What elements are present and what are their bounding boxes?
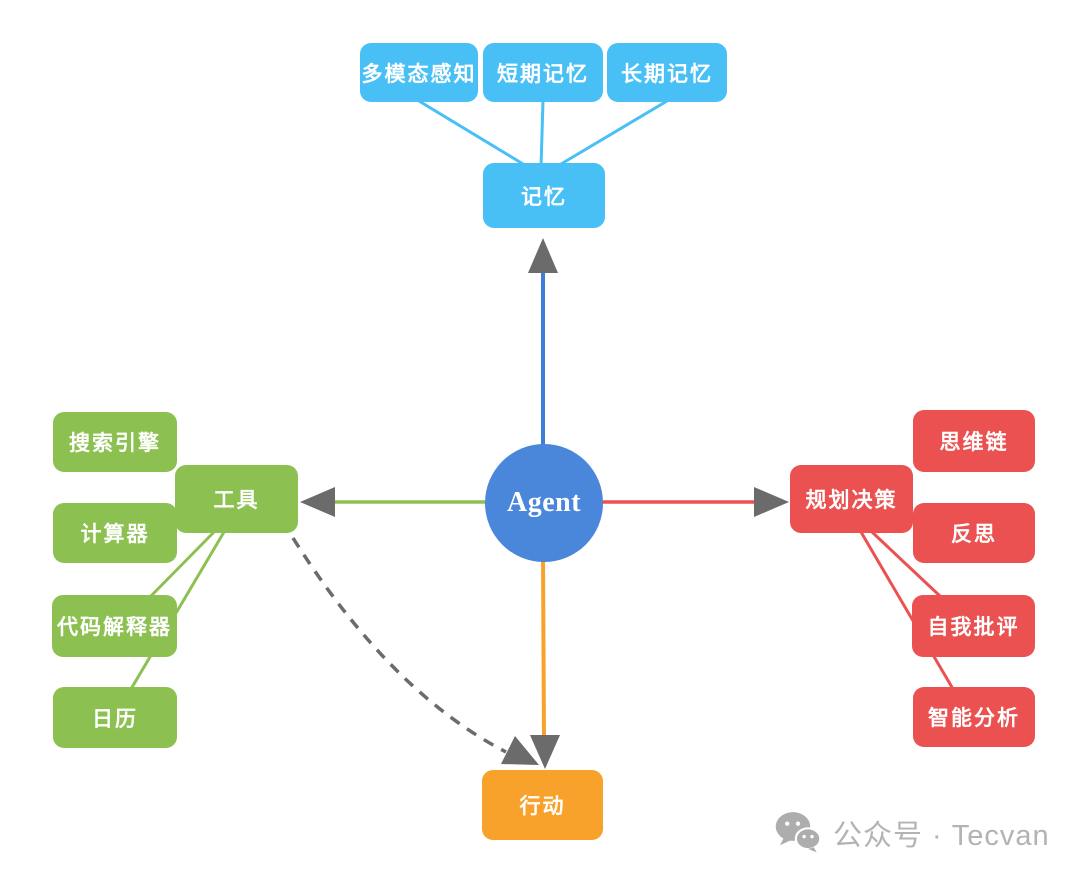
edge-tools-action-dashed	[291, 537, 507, 754]
edge-tools-calendar	[129, 531, 226, 690]
action-node: 行动	[482, 770, 603, 840]
arrowhead-dashed-icon	[501, 736, 539, 765]
edge-agent-action	[541, 555, 546, 741]
watermark: 公众号 · Tecvan	[775, 812, 1050, 854]
multimodal-perception-node: 多模态感知	[360, 43, 478, 102]
planning-node: 规划决策	[790, 465, 913, 533]
search-engine-node: 搜索引擎	[53, 412, 177, 472]
reflection-node: 反思	[913, 503, 1035, 563]
intelligent-analysis-node: 智能分析	[913, 687, 1035, 747]
edge-memory-multimodal	[418, 99, 529, 169]
edge-memory-shortterm	[539, 100, 545, 168]
edge-tools-code-interpreter	[148, 530, 216, 599]
arrowhead-right-icon	[754, 487, 789, 517]
edge-planning-self-criticism	[870, 530, 943, 599]
watermark-label: 公众号 · Tecvan	[833, 820, 1050, 852]
code-interpreter-node: 代码解释器	[52, 595, 177, 657]
self-criticism-node: 自我批评	[912, 595, 1035, 657]
wechat-icon	[775, 812, 821, 853]
arrowhead-down-icon	[530, 735, 560, 769]
calendar-node: 日历	[53, 687, 177, 748]
agent-node: Agent	[485, 444, 603, 562]
tools-node: 工具	[175, 465, 298, 533]
arrowhead-left-icon	[300, 487, 335, 517]
short-term-memory-node: 短期记忆	[483, 43, 603, 102]
calculator-node: 计算器	[53, 503, 177, 563]
edge-planning-analysis	[859, 531, 955, 690]
memory-node: 记忆	[483, 163, 605, 228]
chain-of-thought-node: 思维链	[913, 410, 1035, 472]
edge-memory-longterm	[555, 99, 668, 169]
arrowhead-up-icon	[528, 238, 558, 273]
long-term-memory-node: 长期记忆	[607, 43, 727, 102]
